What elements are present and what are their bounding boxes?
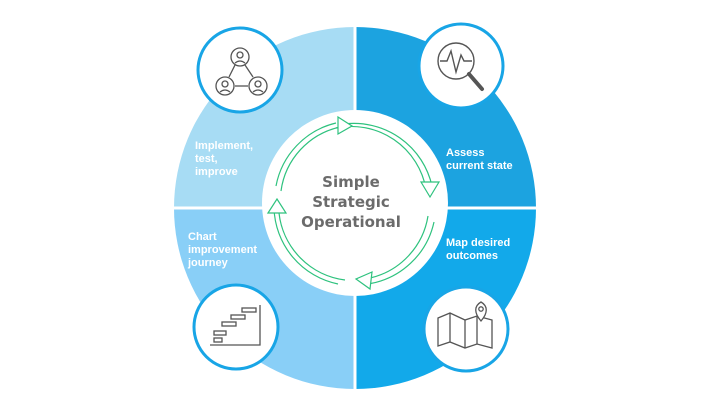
- label-top-right-line-1: Assess: [446, 147, 485, 159]
- cycle-arrows: [266, 115, 441, 291]
- label-top-left-line-2: test,: [195, 153, 218, 165]
- gantt-chart-icon: [192, 283, 280, 371]
- label-bottom-left-line-1: Chart: [188, 231, 217, 243]
- cycle-arrow-bottom-left: [266, 197, 346, 285]
- cycle-arrow-top-left: [275, 115, 354, 192]
- people-network-icon: [196, 26, 284, 114]
- label-bottom-left-line-3: journey: [187, 257, 229, 269]
- magnifier-pulse-icon: [417, 22, 505, 110]
- label-bottom-left-line-2: improvement: [188, 244, 257, 256]
- center-circle: [262, 110, 448, 296]
- cycle-arrow-bottom-right: [354, 215, 435, 291]
- center-text-line-2: Strategic: [312, 193, 390, 211]
- label-top-left-line-3: improve: [195, 166, 238, 178]
- label-top-left-line-1: Implement,: [195, 140, 253, 152]
- label-bottom-right-line-1: Map desired: [446, 237, 510, 249]
- label-bottom-right-line-2: outcomes: [446, 250, 498, 262]
- label-bottom-left: Chart improvement journey: [187, 231, 257, 269]
- label-top-left: Implement, test, improve: [195, 140, 253, 178]
- center-text-line-1: Simple: [322, 173, 380, 191]
- map-pin-icon: [422, 285, 510, 373]
- label-top-right-line-2: current state: [446, 160, 513, 172]
- label-bottom-right: Map desired outcomes: [446, 237, 510, 262]
- center-text-line-3: Operational: [301, 213, 401, 231]
- label-top-right: Assess current state: [446, 147, 513, 172]
